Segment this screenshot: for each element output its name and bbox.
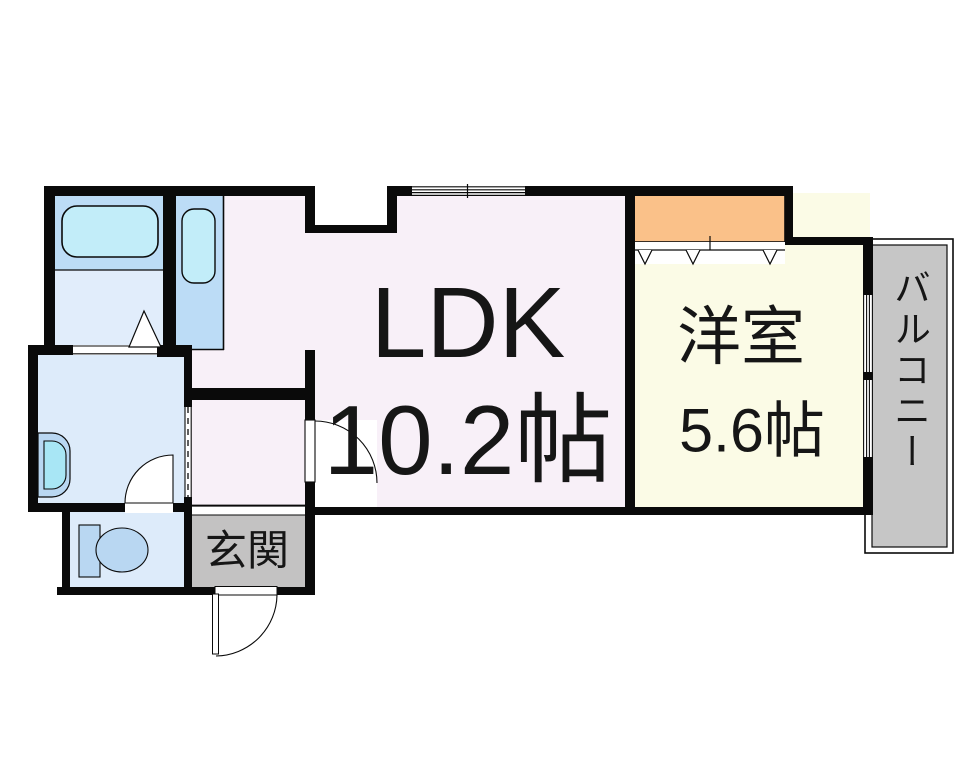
wall-segment xyxy=(305,350,315,420)
wall-segment xyxy=(863,372,873,380)
wall-segment xyxy=(305,482,315,595)
north-window xyxy=(412,184,525,198)
wall-segment xyxy=(785,186,793,245)
wall-segment xyxy=(305,186,315,233)
ldk-room-label: LDK xyxy=(370,267,566,379)
wall-segment xyxy=(863,457,873,515)
washroom-sliding-door xyxy=(184,407,192,497)
wall-segment xyxy=(313,507,873,515)
wall-segment xyxy=(163,186,176,353)
bathroom-door-symbol xyxy=(128,309,162,348)
toilet-door xyxy=(124,454,174,513)
ldk-room-size-label: 10.2帖 xyxy=(323,385,613,495)
closet-folding-door xyxy=(633,236,785,266)
wall-segment xyxy=(625,186,635,515)
wall-segment xyxy=(62,503,70,595)
wall-segment xyxy=(28,503,125,512)
wall-segment xyxy=(28,345,38,512)
wall-segment xyxy=(185,388,315,400)
wall-segment xyxy=(184,353,192,407)
entrance-step xyxy=(192,504,305,516)
bathroom-door xyxy=(73,309,162,355)
wall-segment xyxy=(305,225,397,233)
entrance-floor xyxy=(192,506,307,587)
wall-segment xyxy=(184,497,192,595)
fixtures xyxy=(37,205,216,578)
bathtub xyxy=(61,205,159,258)
balcony-window-upper xyxy=(863,295,873,372)
wall-segment xyxy=(28,345,73,355)
hallway-floor xyxy=(185,350,315,510)
balcony xyxy=(864,238,954,554)
wall-segment xyxy=(633,186,793,196)
ldk-door xyxy=(304,419,378,507)
balcony-label: バルコニー xyxy=(888,268,930,474)
toilet-bowl xyxy=(95,527,149,573)
entrance-label: 玄関 xyxy=(204,527,290,574)
wall-segment xyxy=(44,186,55,353)
closet xyxy=(632,193,786,243)
balcony-deck xyxy=(871,244,948,548)
wall-segment xyxy=(387,186,397,233)
wall-segment xyxy=(793,237,873,245)
western-room-size-label: 5.6帖 xyxy=(679,396,825,465)
wall-segment xyxy=(863,245,873,295)
wall-notch xyxy=(313,184,389,226)
western-room-label: 洋室 xyxy=(677,301,805,373)
balcony-window-lower xyxy=(863,380,873,457)
windows xyxy=(412,184,873,457)
wall-segment xyxy=(173,503,192,512)
doors xyxy=(73,309,378,657)
entrance-door xyxy=(212,586,278,657)
washing-machine xyxy=(181,208,216,284)
wash-basin-bowl xyxy=(43,440,67,490)
